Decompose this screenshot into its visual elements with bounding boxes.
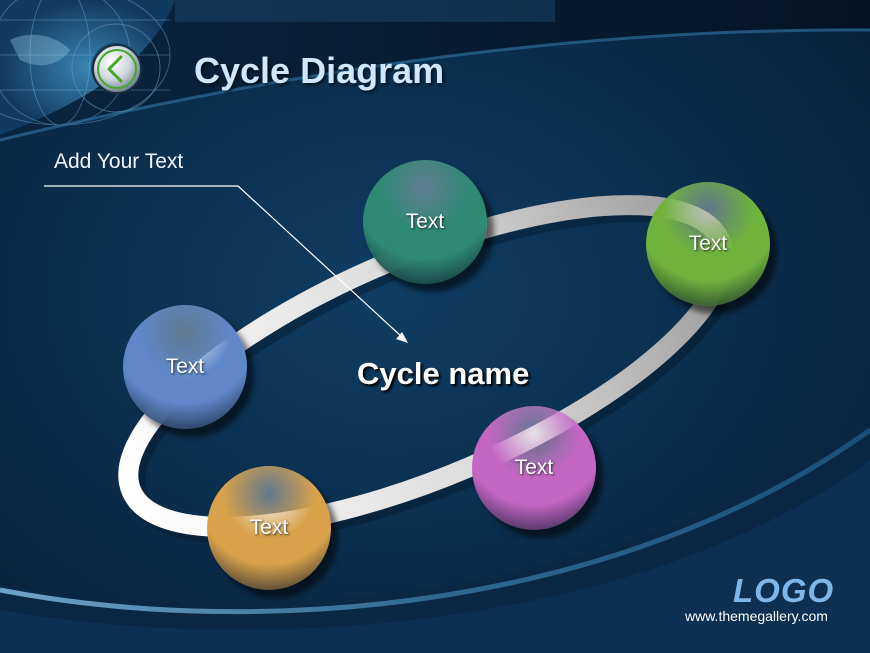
cycle-node-label: Text bbox=[165, 355, 205, 378]
logo: LOGO bbox=[733, 572, 835, 609]
slide-title: Cycle Diagram bbox=[194, 50, 445, 91]
cycle-node-4: Text bbox=[472, 406, 596, 530]
cycle-node-label: Text bbox=[249, 516, 289, 539]
callout-text: Add Your Text bbox=[54, 150, 184, 173]
cycle-node-5: Text bbox=[207, 466, 331, 590]
cycle-name-label: Cycle name bbox=[357, 356, 530, 391]
cycle-node-label: Text bbox=[405, 210, 445, 233]
cycle-node-2: Text bbox=[646, 182, 770, 306]
callout-pointer-line bbox=[44, 185, 408, 343]
cycle-node-1: Text bbox=[363, 160, 487, 284]
cycle-node-3: Text bbox=[123, 305, 247, 429]
cycle-node-label: Text bbox=[688, 232, 728, 255]
website-url: www.themegallery.com bbox=[685, 608, 828, 624]
cycle-node-label: Text bbox=[514, 456, 554, 479]
back-arrow-icon[interactable] bbox=[90, 42, 144, 96]
